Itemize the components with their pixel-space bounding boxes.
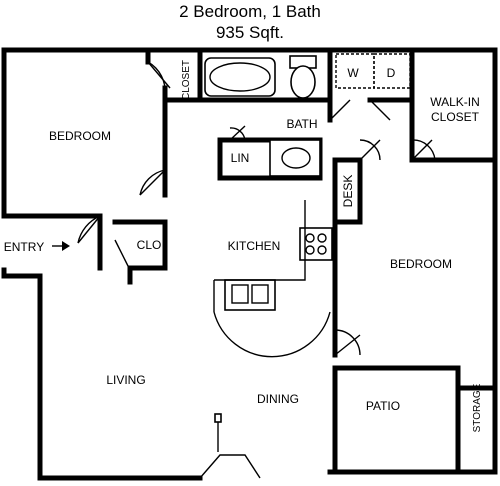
label-patio: PATIO (366, 399, 400, 413)
doors (77, 61, 436, 358)
label-living: LIVING (106, 373, 145, 387)
bath-sink (281, 147, 311, 169)
label-walk-in-closet: CLOSET (431, 110, 480, 124)
entry-arrow-icon (62, 241, 70, 251)
fixtures (52, 53, 411, 479)
label-kitchen: KITCHEN (228, 239, 281, 253)
label-dryer: D (387, 66, 396, 80)
bathtub (204, 57, 276, 97)
plan-title: 2 Bedroom, 1 Bath (179, 2, 321, 21)
plan-area: 935 Sqft. (215, 23, 285, 42)
label-dining: DINING (257, 392, 299, 406)
label-bath: BATH (286, 117, 317, 131)
interior-walls (1, 47, 498, 475)
label-linen: LIN (231, 151, 250, 165)
toilet-bowl (290, 65, 316, 99)
dryer-box (373, 53, 411, 89)
label-coat-closet: CLO (137, 238, 162, 252)
label-entry: ENTRY (4, 240, 44, 254)
label-desk: DESK (341, 175, 355, 208)
room-labels: BEDROOM CLOSET BATH W D WALK-IN CLOSET L… (4, 60, 483, 432)
label-walk-in: WALK-IN (430, 95, 480, 109)
bath-vanity (269, 139, 321, 177)
label-storage: STORAGE (472, 383, 483, 432)
label-bedroom-1: BEDROOM (49, 129, 111, 143)
label-bedroom-2: BEDROOM (390, 257, 452, 271)
label-closet: CLOSET (181, 60, 192, 100)
thermostat (214, 413, 222, 423)
label-washer: W (347, 66, 359, 80)
